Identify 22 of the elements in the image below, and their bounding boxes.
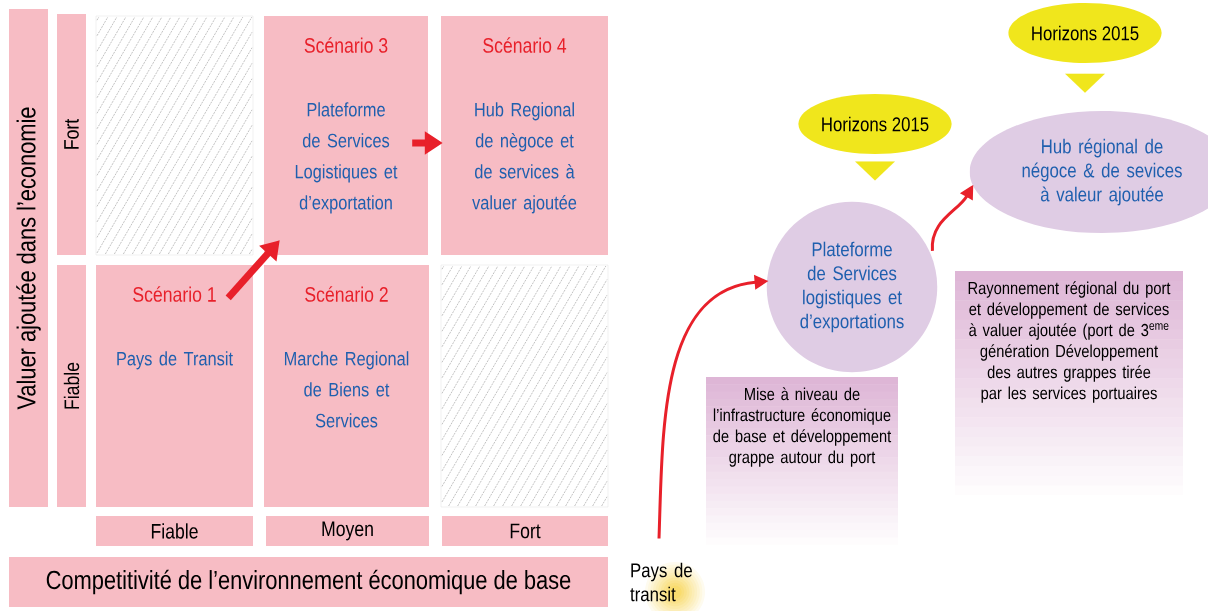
scenario-box: Scénario 1 Pays de Transit — [96, 265, 253, 507]
horizon-bubble: Horizons 2015 — [798, 94, 952, 154]
axis-label-band: Valuer ajoutée dans l’economie — [9, 9, 48, 507]
axis-tick-band: Moyen — [266, 516, 429, 546]
scenario-box: Scénario 2 Marche Regional de Biens et Services — [264, 265, 429, 507]
axis-tick-band: Fiable — [96, 516, 253, 546]
axis-label-band: Fort — [57, 14, 86, 255]
node-label: Mise à niveau de l’infrastructure économique de base et développement grappe autour du port — [713, 387, 892, 467]
axis-tick-band: Fort — [442, 516, 608, 546]
axis-label-band: Fiable — [57, 265, 86, 507]
arrow — [1065, 73, 1105, 93]
hatched-box — [440, 264, 609, 508]
arrow — [855, 161, 895, 181]
horizon-bubble: Horizons 2015 — [1008, 3, 1162, 63]
note-box: Mise à niveau de l’infrastructure économique de base et développement grappe autour du port — [706, 377, 898, 553]
scenario-box: Scénario 3 Plateforme de Services Logistiques et d’exportation — [264, 16, 428, 255]
node-label: Rayonnement régional du port et développement de services à valuer ajoutée (port de 3$^{eme}$ génération Développement des autres grappes tirée par les services portuaires — [968, 281, 1171, 403]
start-label: Pays de transit — [630, 562, 705, 611]
scenario-box: Scénario 4 Hub Regional de nègoce et de services à valuer ajoutée — [441, 16, 608, 255]
hatched-box — [95, 15, 254, 256]
note-box: Rayonnement régional du port et développement de services à valuer ajoutée (port de 3$^{eme}$ génération Développement des autres grappes tirée par les services portuaires — [955, 271, 1183, 506]
axis-label-band: Competitivité de l’environnement économique de base — [9, 557, 608, 607]
